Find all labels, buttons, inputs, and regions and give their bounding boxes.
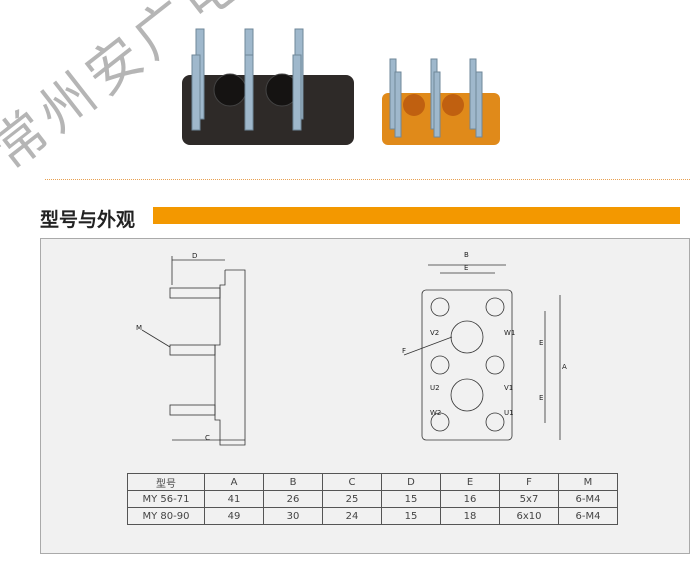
cell: 16 xyxy=(440,490,500,508)
label-u2: U2 xyxy=(430,384,440,392)
label-e-right-2: E xyxy=(539,394,543,402)
table-row: MY 56-71 41 26 25 15 16 5x7 6-M4 xyxy=(127,490,618,508)
header-cell: M xyxy=(558,473,618,491)
table-row: MY 80-90 49 30 24 15 18 6x10 6-M4 xyxy=(127,507,618,525)
header-cell: E xyxy=(440,473,500,491)
header-cell: A xyxy=(204,473,264,491)
cell: 24 xyxy=(322,507,382,525)
spec-table: 型号 A B C D E F M MY 56-71 41 26 25 15 16… xyxy=(127,473,618,525)
cell: 6-M4 xyxy=(558,507,618,525)
black-terminal-block xyxy=(182,28,354,145)
label-d: D xyxy=(192,252,197,260)
label-v1: V1 xyxy=(504,384,513,392)
section-title: 型号与外观 xyxy=(40,209,136,231)
cell: 5x7 xyxy=(499,490,559,508)
label-e-top: E xyxy=(464,264,468,272)
label-f: F xyxy=(402,347,406,355)
label-c: C xyxy=(205,434,210,442)
cell: 30 xyxy=(263,507,323,525)
cell: MY 56-71 xyxy=(127,490,205,508)
orange-terminal-block xyxy=(382,58,500,145)
label-v2: V2 xyxy=(430,329,439,337)
cell: 18 xyxy=(440,507,500,525)
header-cell: D xyxy=(381,473,441,491)
cell: 26 xyxy=(263,490,323,508)
side-view-drawing: D M C xyxy=(136,252,246,446)
cell: 6x10 xyxy=(499,507,559,525)
front-view-drawing: B E F A E E V2 W1 U2 V1 W2 U1 xyxy=(402,251,567,441)
label-e-right-1: E xyxy=(539,339,543,347)
cell: 6-M4 xyxy=(558,490,618,508)
cell: 15 xyxy=(381,507,441,525)
label-a: A xyxy=(562,363,567,371)
cell: 25 xyxy=(322,490,382,508)
cell: 41 xyxy=(204,490,264,508)
header-cell: B xyxy=(263,473,323,491)
label-w1: W1 xyxy=(504,329,515,337)
table-header-row: 型号 A B C D E F M xyxy=(127,473,618,491)
section-title-bar xyxy=(153,207,680,224)
cell: 49 xyxy=(204,507,264,525)
label-w2: W2 xyxy=(430,409,441,417)
header-cell: 型号 xyxy=(127,473,205,491)
label-m: M xyxy=(136,324,142,332)
cell: 15 xyxy=(381,490,441,508)
header-cell: C xyxy=(322,473,382,491)
label-b: B xyxy=(464,251,469,259)
divider xyxy=(45,179,690,180)
cell: MY 80-90 xyxy=(127,507,205,525)
header-cell: F xyxy=(499,473,559,491)
product-photo xyxy=(182,28,500,145)
label-u1: U1 xyxy=(504,409,514,417)
